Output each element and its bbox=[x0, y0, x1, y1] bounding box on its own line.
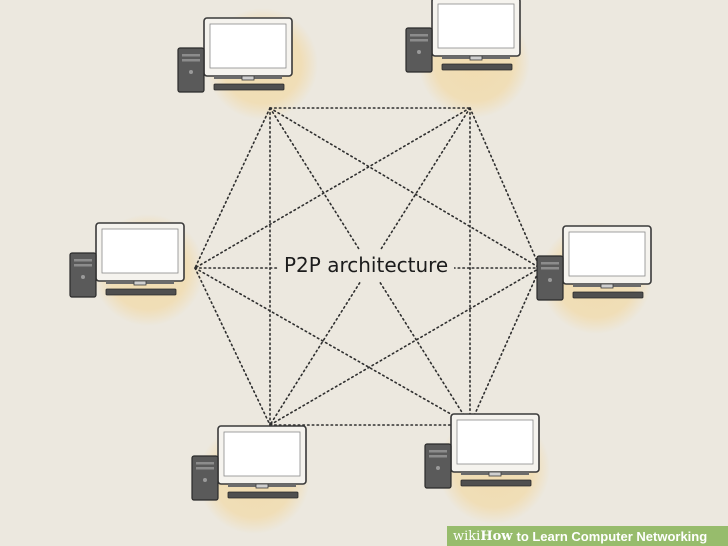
tower-power-icon bbox=[417, 50, 421, 54]
link-top-left-middle-right bbox=[269, 107, 541, 269]
monitor-stand bbox=[600, 283, 614, 289]
tower-slot bbox=[429, 455, 447, 458]
keyboard-icon bbox=[460, 479, 532, 487]
diagram-title: P2P architecture bbox=[278, 250, 455, 282]
monitor-stand bbox=[133, 280, 147, 286]
footer-title: to Learn Computer Networking bbox=[516, 528, 708, 544]
peer-nodes bbox=[69, 0, 652, 501]
tower-slot bbox=[410, 34, 428, 37]
tower-slot bbox=[196, 462, 214, 465]
monitor-stand bbox=[488, 471, 502, 477]
tower-slot bbox=[74, 259, 92, 262]
monitor-stand bbox=[469, 55, 483, 61]
tower-power-icon bbox=[203, 478, 207, 482]
tower-slot bbox=[429, 450, 447, 453]
tower-slot bbox=[182, 59, 200, 62]
tower-slot bbox=[541, 267, 559, 270]
keyboard-icon bbox=[572, 291, 644, 299]
tower-slot bbox=[196, 467, 214, 470]
monitor-stand bbox=[241, 75, 255, 81]
tower-slot bbox=[74, 264, 92, 267]
computer-bottom-left bbox=[191, 425, 307, 501]
link-middle-left-bottom-right bbox=[194, 267, 471, 426]
screen bbox=[223, 431, 301, 477]
keyboard-icon bbox=[441, 63, 513, 71]
computer-top-left bbox=[177, 17, 293, 93]
link-middle-right-bottom-left bbox=[269, 267, 541, 426]
link-top-right-middle-left bbox=[194, 107, 471, 269]
tower-slot bbox=[182, 54, 200, 57]
screen bbox=[209, 23, 287, 69]
brand-how: How bbox=[480, 528, 513, 544]
tower-power-icon bbox=[81, 275, 85, 279]
tower-power-icon bbox=[189, 70, 193, 74]
link-middle-left-bottom-left bbox=[194, 267, 271, 426]
tower-slot bbox=[410, 39, 428, 42]
tower-power-icon bbox=[436, 466, 440, 470]
screen bbox=[568, 231, 646, 277]
keyboard-icon bbox=[105, 288, 177, 296]
computer-bottom-right bbox=[424, 413, 540, 489]
peer-links bbox=[194, 107, 541, 426]
brand-wiki: wiki bbox=[453, 528, 481, 544]
keyboard-icon bbox=[213, 83, 285, 91]
link-middle-right-bottom-right bbox=[469, 267, 541, 426]
tower-slot bbox=[541, 262, 559, 265]
computer-middle-left bbox=[69, 222, 185, 298]
link-top-left-middle-left bbox=[194, 107, 271, 269]
screen bbox=[101, 228, 179, 274]
screen bbox=[437, 3, 515, 49]
link-top-right-middle-right bbox=[469, 107, 541, 269]
tower-power-icon bbox=[548, 278, 552, 282]
keyboard-icon bbox=[227, 491, 299, 499]
computer-middle-right bbox=[536, 225, 652, 301]
screen bbox=[456, 419, 534, 465]
computer-top-right bbox=[405, 0, 521, 73]
monitor-stand bbox=[255, 483, 269, 489]
